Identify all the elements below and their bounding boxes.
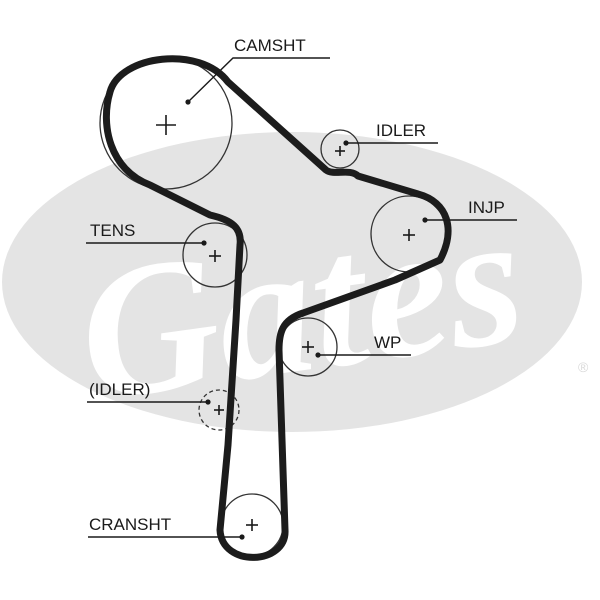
tensioner-leader-dot [201, 240, 207, 246]
optional-idler-leader-dot [205, 399, 211, 405]
water-pump-centre-cross [302, 341, 314, 353]
leader-lines [86, 57, 517, 538]
camshaft-leader-dot [185, 99, 191, 105]
crankshaft-leader-dot [239, 534, 245, 540]
idler-label: IDLER [376, 121, 426, 140]
optional-idler-centre-cross [214, 405, 224, 415]
camshaft-label: CAMSHT [234, 36, 306, 55]
timing-belt [102, 55, 452, 561]
pulley-centre-marks [156, 115, 415, 531]
tensioner-label: TENS [90, 221, 135, 240]
tensioner-pulley [182, 222, 248, 288]
injection-pump-leader-dot [422, 217, 428, 223]
idler-leader-dot [343, 140, 349, 146]
camshaft-centre-cross [156, 115, 176, 135]
tensioner-centre-cross [209, 250, 221, 262]
crankshaft-label: CRANSHT [89, 515, 171, 534]
crankshaft-centre-cross [246, 519, 258, 531]
water-pump-label: WP [374, 333, 401, 352]
optional-idler-label: (IDLER) [89, 380, 150, 399]
optional-idler-pulley [198, 389, 240, 431]
registered-symbol: ® [578, 359, 589, 375]
idler-pulley [320, 129, 360, 169]
water-pump-leader-dot [315, 352, 321, 358]
injection-pump-label: INJP [468, 198, 505, 217]
leader-dots [185, 99, 428, 540]
camshaft-leader [187, 57, 330, 103]
injection-pump-centre-cross [403, 229, 415, 241]
idler-centre-cross [335, 146, 345, 156]
